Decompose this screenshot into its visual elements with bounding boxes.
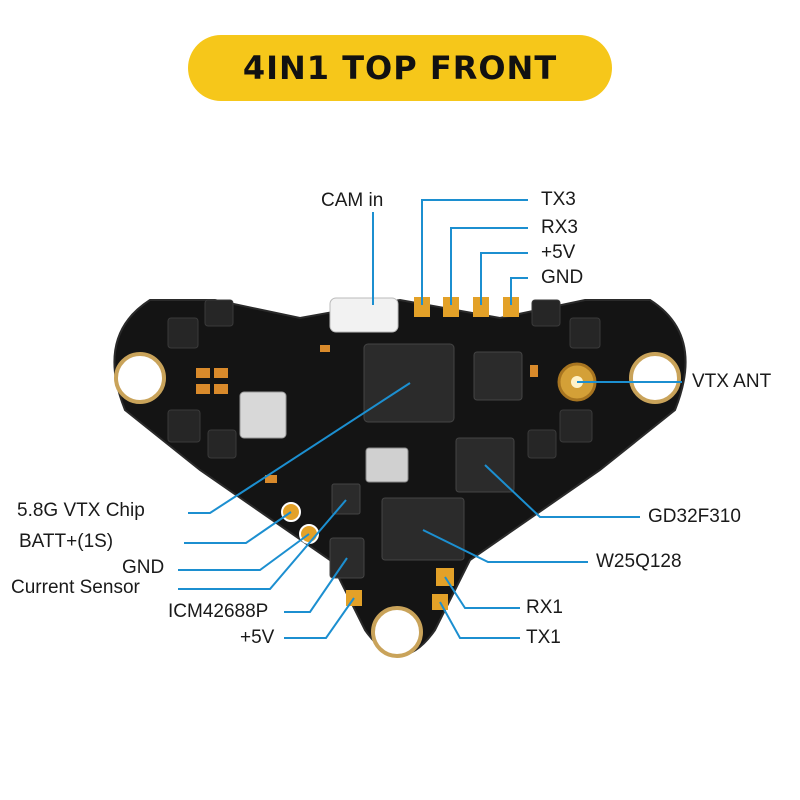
leader-gnd-left: [178, 533, 310, 571]
label-gnd-left: GND: [122, 557, 165, 578]
leader-rx3: [450, 227, 528, 305]
leader-gd32: [484, 464, 640, 518]
label-gd32: GD32F310: [648, 506, 741, 527]
leader-tx1: [439, 601, 520, 639]
flash-chip-body: [381, 497, 465, 561]
leader-icm: [284, 557, 348, 613]
label-icm: ICM42688P: [168, 601, 269, 622]
label-5v-bottom: +5V: [240, 627, 275, 648]
pa-chip: [473, 351, 523, 401]
mount-hole-bottom: [371, 606, 423, 658]
leader-5v-top: [480, 252, 528, 305]
label-w25q: W25Q128: [596, 551, 682, 572]
label-rx3: RX3: [541, 217, 578, 238]
label-current-sensor: Current Sensor: [11, 577, 140, 598]
cam-connector: [329, 297, 399, 333]
leader-tx3: [421, 199, 528, 305]
mount-hole-right: [629, 352, 681, 404]
leader-vtx-chip: [188, 382, 411, 514]
label-gnd-top: GND: [541, 267, 584, 288]
label-tx1: TX1: [526, 627, 561, 648]
label-vtx-chip: 5.8G VTX Chip: [17, 500, 145, 521]
leader-current: [178, 499, 347, 590]
mount-hole-left: [114, 352, 166, 404]
label-5v-top: +5V: [541, 242, 576, 263]
label-cam-in: CAM in: [321, 190, 384, 211]
label-tx3: TX3: [541, 189, 576, 210]
leader-rx1: [444, 576, 520, 609]
pad-tx3: [414, 297, 430, 317]
pad-rx3: [443, 297, 459, 317]
pad-5v-top: [473, 297, 489, 317]
label-batt: BATT+(1S): [19, 531, 114, 552]
leader-batt: [184, 511, 292, 544]
inductor: [239, 391, 287, 439]
leader-5v-bottom: [284, 597, 355, 639]
title-banner: 4IN1 TOP FRONT: [188, 35, 612, 101]
label-rx1: RX1: [526, 597, 563, 618]
label-vtx-ant: VTX ANT: [692, 371, 772, 392]
current-sensor-body: [331, 483, 361, 515]
leader-gnd-top: [510, 277, 528, 305]
pad-gnd-top: [503, 297, 519, 317]
leader-w25q: [422, 529, 588, 563]
crystal: [365, 447, 409, 483]
title-text: 4IN1 TOP FRONT: [242, 49, 558, 87]
